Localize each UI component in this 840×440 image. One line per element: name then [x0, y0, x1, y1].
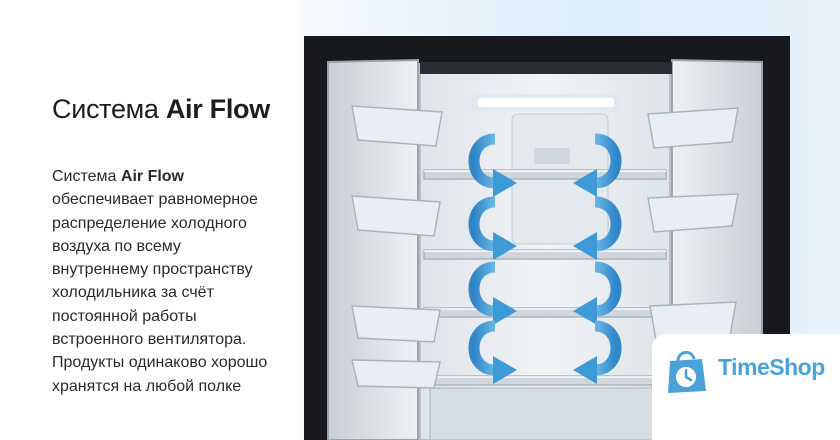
feature-description: Система Air Flow обеспечивает равномерно…	[52, 165, 297, 398]
feature-heading: Система Air Flow	[52, 94, 270, 125]
shopping-bag-clock-icon	[668, 351, 706, 393]
description-line: внутреннему пространству	[52, 261, 253, 279]
description-line: Продукты одинаково хорошо	[52, 354, 268, 372]
description-line: холодильника за счёт	[52, 284, 214, 302]
description-line: Система Air Flow	[52, 165, 297, 188]
left-door	[328, 60, 418, 440]
text-panel-background	[0, 0, 300, 440]
brand-name: TimeShop	[718, 354, 825, 380]
fridge-photo	[304, 36, 790, 440]
crisper-drawer	[429, 387, 661, 440]
description-first-bold: Air Flow	[120, 168, 184, 185]
heading-bold: Air Flow	[165, 94, 270, 124]
description-line: распределение холодного	[52, 214, 247, 232]
description-line: постоянной работы	[52, 307, 197, 325]
description-line: воздуха по всему	[52, 237, 181, 255]
heading-prefix: Система	[52, 94, 166, 124]
description-first-prefix: Система	[52, 168, 121, 185]
right-door-bins	[647, 107, 739, 341]
left-door-bins	[351, 105, 443, 389]
description-line: встроенного вентилятора.	[52, 331, 247, 349]
description-line: обеспечивает равномерное	[52, 191, 258, 209]
description-line: хранятся на любой полке	[52, 377, 242, 395]
